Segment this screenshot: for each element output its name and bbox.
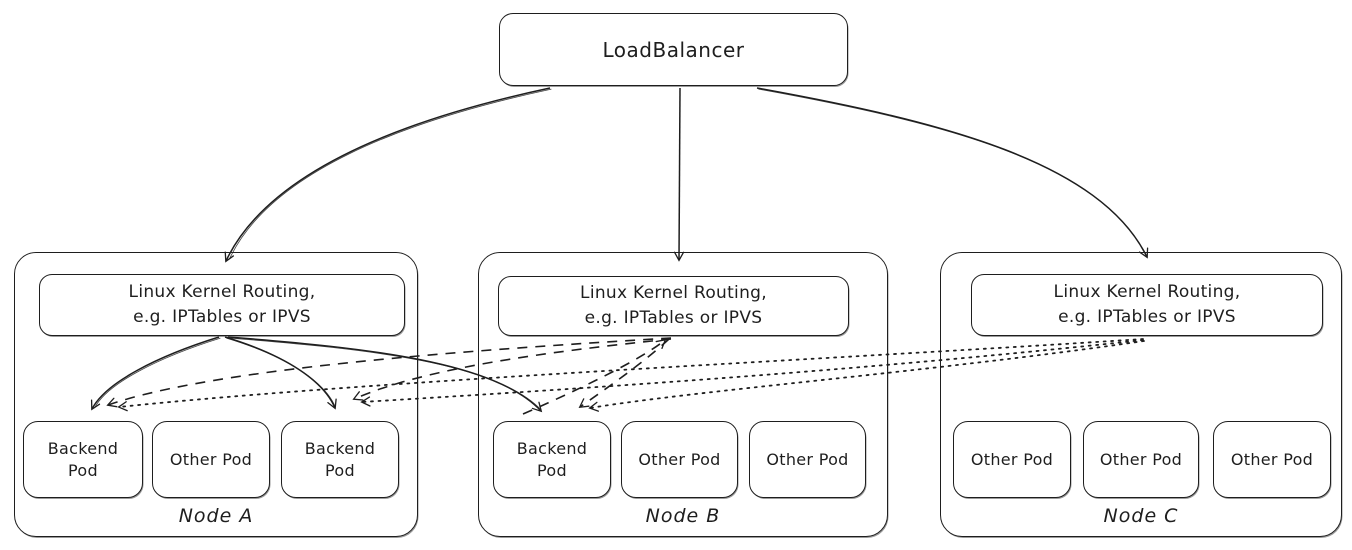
node-a-backend-pod-1: Backend Pod <box>23 421 143 498</box>
node-b-kernel-routing-box: Linux Kernel Routing, e.g. IPTables or I… <box>498 276 849 336</box>
loadbalancer-label: LoadBalancer <box>602 37 745 62</box>
pod-label: Backend Pod <box>516 438 588 480</box>
node-a-label: Node A <box>178 505 254 527</box>
node-b-backend-pod: Backend Pod <box>493 421 611 498</box>
node-b-label: Node B <box>645 505 721 527</box>
pod-label: Other Pod <box>169 449 253 469</box>
node-a-container: Linux Kernel Routing, e.g. IPTables or I… <box>14 252 418 537</box>
node-a-backend-pod-2: Backend Pod <box>281 421 399 498</box>
pod-label: Backend Pod <box>47 438 119 480</box>
node-a-kernel-routing-line1: Linux Kernel Routing, <box>128 281 316 302</box>
node-b-kernel-routing-line2: e.g. IPTables or IPVS <box>584 308 763 328</box>
loadbalancer-box: LoadBalancer <box>499 13 848 86</box>
node-b-container: Linux Kernel Routing, e.g. IPTables or I… <box>478 252 888 537</box>
node-a-other-pod: Other Pod <box>152 421 270 498</box>
node-c-kernel-routing-box: Linux Kernel Routing, e.g. IPTables or I… <box>971 274 1323 336</box>
node-b-other-pod-2: Other Pod <box>749 421 866 498</box>
pod-label: Backend Pod <box>304 438 376 480</box>
pod-label: Other Pod <box>1099 449 1183 469</box>
node-c-kernel-routing-line2: e.g. IPTables or IPVS <box>1058 307 1236 327</box>
node-b-kernel-routing-line1: Linux Kernel Routing, <box>580 282 767 303</box>
arrow-lb-to-node-b <box>673 87 685 262</box>
pod-label: Other Pod <box>1230 449 1314 469</box>
node-c-other-pod-1: Other Pod <box>953 421 1071 498</box>
pod-label: Other Pod <box>970 449 1054 469</box>
node-c-other-pod-2: Other Pod <box>1083 421 1199 498</box>
node-a-kernel-routing-box: Linux Kernel Routing, e.g. IPTables or I… <box>39 274 405 336</box>
arrow-lb-to-node-c <box>756 87 1149 259</box>
node-c-container: Linux Kernel Routing, e.g. IPTables or I… <box>940 252 1342 537</box>
node-b-other-pod-1: Other Pod <box>621 421 738 498</box>
arrow-lb-to-node-a <box>224 87 551 263</box>
node-c-other-pod-3: Other Pod <box>1213 421 1331 498</box>
node-a-kernel-routing-line2: e.g. IPTables or IPVS <box>133 307 311 327</box>
pod-label: Other Pod <box>638 449 721 469</box>
node-c-label: Node C <box>1103 505 1179 527</box>
node-c-kernel-routing-line1: Linux Kernel Routing, <box>1053 281 1241 302</box>
pod-label: Other Pod <box>766 449 849 469</box>
